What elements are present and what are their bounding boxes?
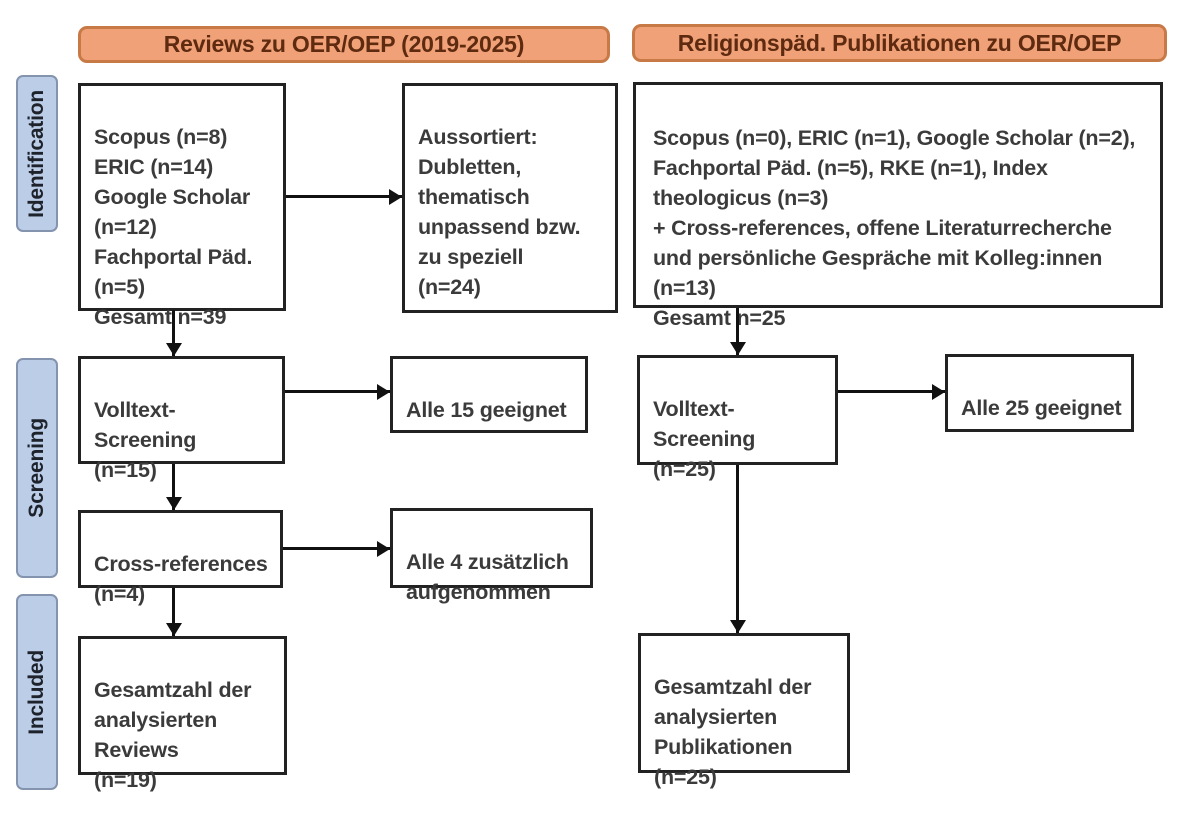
stage-identification: Identification <box>16 75 58 232</box>
arrow-left-fulltext-to-crossref <box>165 464 182 510</box>
stage-identification-label: Identification <box>25 89 48 218</box>
header-religionspaed-column: Religionspäd. Publikationen zu OER/OEP <box>632 24 1167 62</box>
arrow-right-id-to-fulltext <box>729 308 746 355</box>
arrow-left-crossref-to-total <box>165 588 182 636</box>
box-right-all-suitable: Alle 25 geeignet <box>945 354 1134 432</box>
stage-included-label: Included <box>25 649 48 735</box>
header-reviews-column: Reviews zu OER/OEP (2019-2025) <box>78 26 610 63</box>
box-left-total-text: Gesamtzahl der analysierten Reviews (n=1… <box>94 678 252 792</box>
box-right-identification-sources: Scopus (n=0), ERIC (n=1), Google Scholar… <box>633 82 1163 330</box>
arrow-right-fulltext-to-total <box>729 465 746 633</box>
header-religionspaed-label: Religionspäd. Publikationen zu OER/OEP <box>677 29 1122 56</box>
box-right-all-suitable-text: Alle 25 geeignet <box>961 396 1122 420</box>
arrow-left-fulltext-to-suitable <box>285 383 390 400</box>
box-left-cross-references-text: Cross-references (n=4) <box>94 552 268 606</box>
box-left-excluded-text: Aussortiert: Dubletten, thematisch unpas… <box>418 125 581 299</box>
box-right-fulltext-screening: Volltext- Screening (n=25) <box>637 355 838 481</box>
header-reviews-label: Reviews zu OER/OEP (2019-2025) <box>163 31 525 57</box>
box-right-fulltext-text: Volltext- Screening (n=25) <box>653 397 756 481</box>
stage-screening: Screening <box>16 358 58 578</box>
arrow-left-crossref-to-additional <box>283 540 390 557</box>
box-left-fulltext-text: Volltext- Screening (n=15) <box>94 398 197 482</box>
box-left-identification-text: Scopus (n=8) ERIC (n=14) Google Scholar … <box>94 125 253 329</box>
box-left-additional-included: Alle 4 zusätzlich aufgenommen <box>390 508 593 604</box>
box-right-total-text: Gesamtzahl der analysierten Publikatione… <box>654 675 812 789</box>
arrow-right-fulltext-to-suitable <box>838 383 945 400</box>
box-left-excluded: Aussortiert: Dubletten, thematisch unpas… <box>402 83 618 313</box>
box-right-identification-text: Scopus (n=0), ERIC (n=1), Google Scholar… <box>653 126 1136 330</box>
arrow-left-id-to-excluded <box>286 188 402 205</box>
stage-screening-label: Screening <box>25 418 48 518</box>
box-left-all-suitable-text: Alle 15 geeignet <box>406 398 567 422</box>
box-left-cross-references: Cross-references (n=4) <box>78 510 283 606</box>
box-left-additional-included-text: Alle 4 zusätzlich aufgenommen <box>406 550 569 604</box>
box-left-total: Gesamtzahl der analysierten Reviews (n=1… <box>78 636 287 792</box>
box-left-all-suitable: Alle 15 geeignet <box>390 356 588 433</box>
box-left-fulltext-screening: Volltext- Screening (n=15) <box>78 356 285 482</box>
box-left-identification-sources: Scopus (n=8) ERIC (n=14) Google Scholar … <box>78 83 286 329</box>
stage-included: Included <box>16 594 58 790</box>
box-right-total: Gesamtzahl der analysierten Publikatione… <box>638 633 850 789</box>
arrow-left-id-to-fulltext <box>165 310 182 356</box>
